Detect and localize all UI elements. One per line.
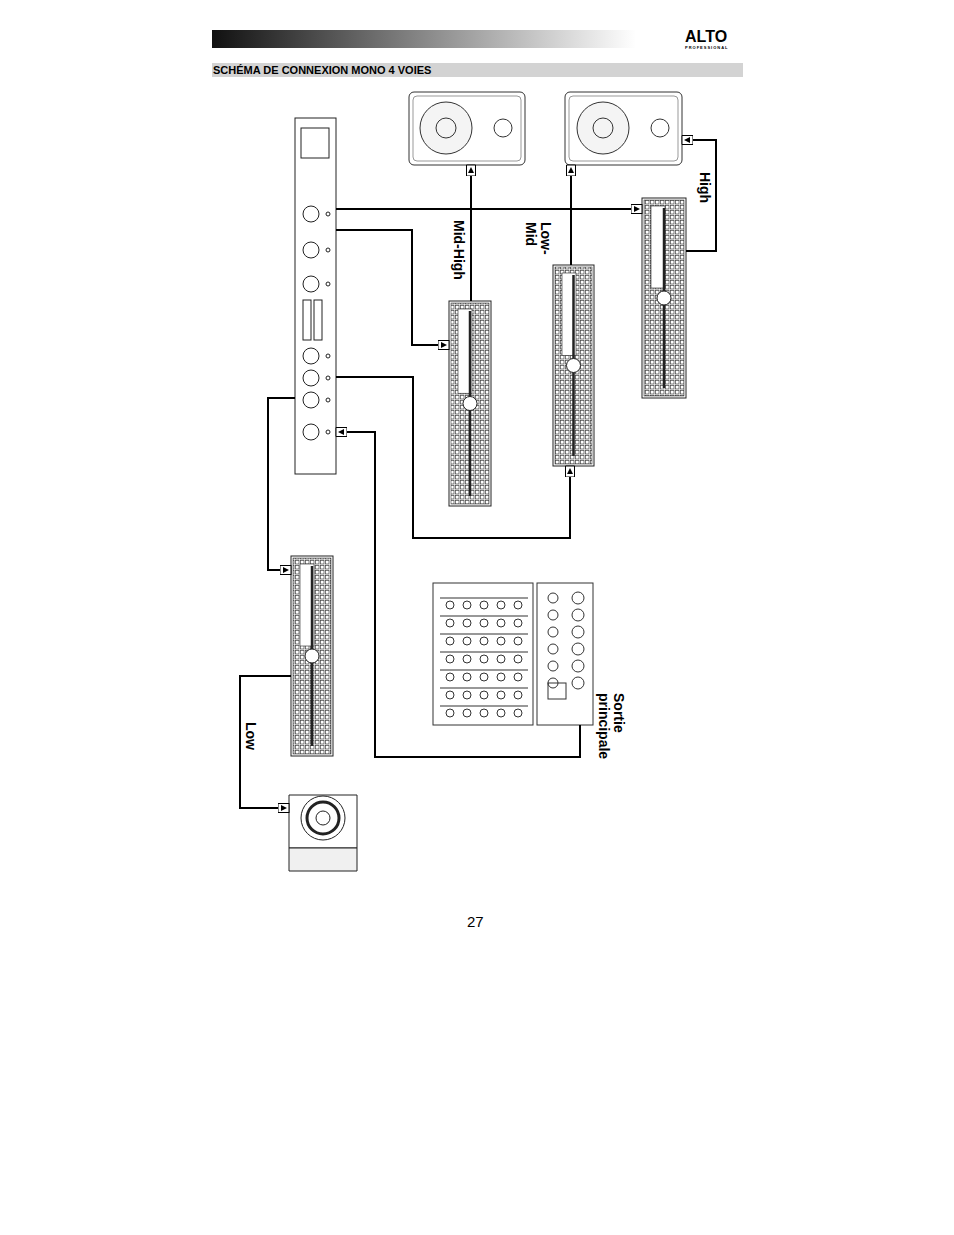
amplifier-box (291, 556, 333, 756)
audio-cable (336, 230, 449, 345)
audio-cable (336, 432, 580, 757)
mixer (433, 583, 593, 725)
mixer-box (433, 583, 593, 725)
audio-cable (570, 165, 572, 265)
diagram-title: SCHÉMA DE CONNEXION MONO 4 VOIES (213, 63, 431, 77)
amplifier-box (449, 301, 491, 506)
speaker-box (409, 92, 525, 165)
audio-cable (470, 165, 472, 301)
amplifier (291, 198, 686, 756)
audio-cable (336, 377, 570, 538)
cable-label: Low (243, 722, 258, 750)
audio-cable (682, 140, 716, 251)
amplifier-box (553, 265, 594, 466)
cable-label: Mid-High (451, 220, 466, 280)
title-band (212, 63, 743, 77)
crossover-box (295, 118, 336, 474)
cable-label: Low- Mid (523, 222, 553, 262)
brand-subtitle: PROFESSIONAL (685, 45, 729, 50)
page-number: 27 (467, 913, 484, 931)
speaker-cabinet (409, 92, 682, 165)
audio-cable (240, 676, 291, 808)
cable-label: High (697, 172, 712, 203)
audio-cable (336, 208, 642, 210)
cable-label: Sortie principale (596, 693, 626, 771)
amplifier-box (642, 198, 686, 398)
subwoofer (289, 795, 357, 871)
crossover-unit (295, 118, 336, 474)
header-bar (212, 30, 742, 48)
audio-cable (268, 398, 295, 570)
subwoofer-box (289, 795, 357, 871)
brand-logo: ALTO (685, 29, 727, 45)
speaker-box (565, 92, 682, 165)
